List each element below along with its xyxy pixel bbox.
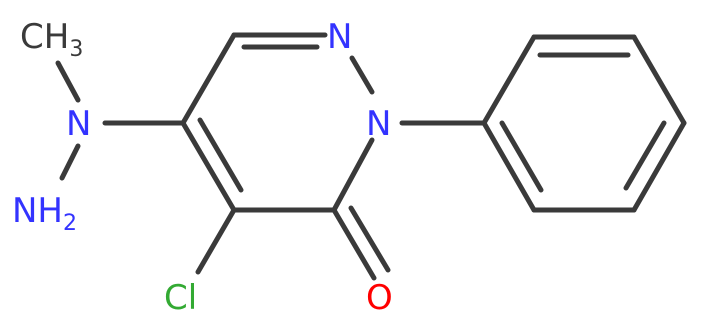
atom-nhyd-label: N bbox=[66, 104, 91, 144]
atom-n2-label: N bbox=[366, 104, 391, 144]
atom-ch3-label: CH3 bbox=[20, 17, 83, 62]
bond-c4-c5 bbox=[180, 120, 237, 213]
phenyl-inner-2 bbox=[623, 120, 667, 191]
bond-c3-o bbox=[331, 207, 377, 281]
atom-n1-label: N bbox=[327, 17, 352, 57]
phenyl-bond-6 bbox=[481, 120, 537, 213]
bond-nhyd-nh2 bbox=[59, 143, 81, 181]
atom-nh2-label: NH2 bbox=[12, 191, 77, 236]
bond-nhyd-ch3 bbox=[55, 60, 81, 103]
atom-o-label: O bbox=[366, 278, 393, 318]
phenyl-bond-3 bbox=[631, 34, 687, 126]
hydrazine-bonds bbox=[55, 60, 186, 181]
bond-c4-cl bbox=[195, 207, 237, 275]
atom-cl-label: Cl bbox=[164, 278, 197, 318]
bond-c5-c6 bbox=[180, 32, 237, 126]
carbonyl-bonds bbox=[331, 205, 391, 281]
bond-c4-c5-double bbox=[197, 117, 244, 193]
bond-n2-c3 bbox=[331, 137, 375, 213]
phenyl-bond-1 bbox=[481, 34, 537, 126]
phenyl-inner-3 bbox=[499, 120, 544, 193]
bond-c3-o-double bbox=[348, 205, 391, 273]
ring-bonds bbox=[180, 32, 375, 213]
phenyl-bond-4 bbox=[631, 120, 687, 213]
bond-n1-n2 bbox=[349, 55, 375, 95]
phenyl-ring bbox=[481, 34, 687, 213]
